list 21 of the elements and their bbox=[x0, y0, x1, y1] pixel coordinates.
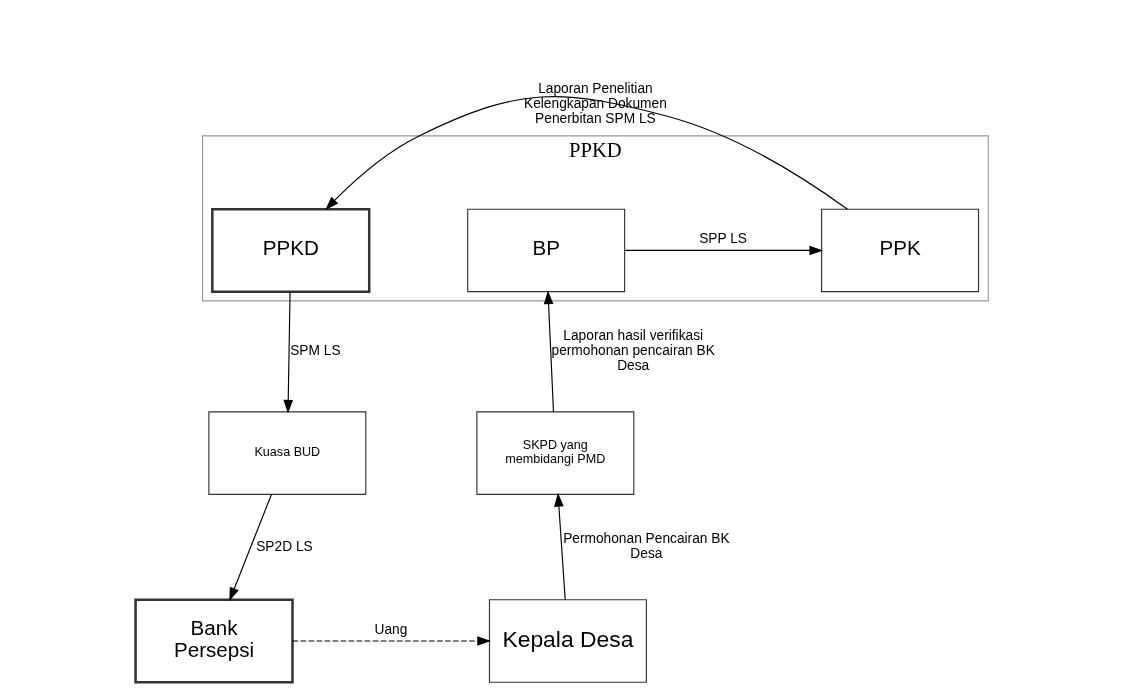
arrow bbox=[291, 636, 491, 646]
arrow bbox=[282, 291, 293, 414]
edge-label: Laporan hasil verifikasi permohonan pencairan BK Desa bbox=[551, 328, 715, 374]
arrow bbox=[324, 96, 848, 210]
edge-label: Laporan Penelitian Kelengkapan Dokumen Penerbitan SPM LS bbox=[523, 81, 667, 126]
edge-label: SPM LS bbox=[289, 343, 341, 359]
edge-label: SP2D LS bbox=[255, 538, 313, 554]
edge-label: Permohonan Pencairan BK Desa bbox=[562, 531, 730, 562]
arrow bbox=[553, 492, 566, 601]
node-box: Kepala Desa bbox=[488, 599, 647, 683]
arrow bbox=[623, 245, 823, 256]
edge-label: Uang bbox=[374, 621, 407, 637]
node-box: SKPD yang membidangi PMD bbox=[475, 411, 634, 495]
node-box: BP bbox=[466, 208, 625, 293]
edge-label: SPP LS bbox=[698, 231, 747, 247]
arrow bbox=[543, 290, 554, 413]
node-box: PPK bbox=[820, 208, 979, 293]
node-box: Kuasa BUD bbox=[207, 411, 366, 495]
node-box: PPKD bbox=[210, 207, 370, 293]
node-box: Bank Persepsi bbox=[133, 598, 294, 684]
arrow bbox=[228, 494, 272, 602]
